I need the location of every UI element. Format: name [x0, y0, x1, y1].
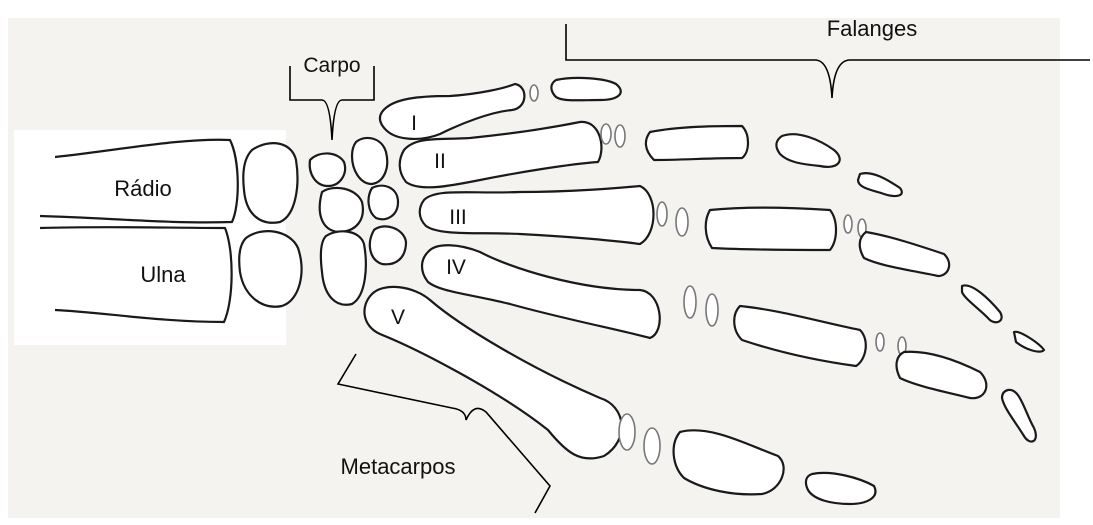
metacarpal-2-label: II	[434, 150, 446, 173]
ulna-bone	[40, 227, 232, 322]
phalanges-digit-1	[551, 78, 620, 100]
metacarpal-3-label: III	[449, 206, 467, 229]
radius-label: Rádio	[114, 176, 171, 201]
ulna-label: Ulna	[140, 262, 186, 287]
metacarpal-4-label: IV	[446, 256, 466, 279]
metacarpos-label: Metacarpos	[341, 454, 456, 479]
metacarpal-1-label: I	[411, 112, 417, 135]
carpo-label: Carpo	[303, 54, 360, 77]
falanges-label: Falanges	[827, 16, 918, 41]
metacarpal-5-label: V	[391, 306, 405, 329]
